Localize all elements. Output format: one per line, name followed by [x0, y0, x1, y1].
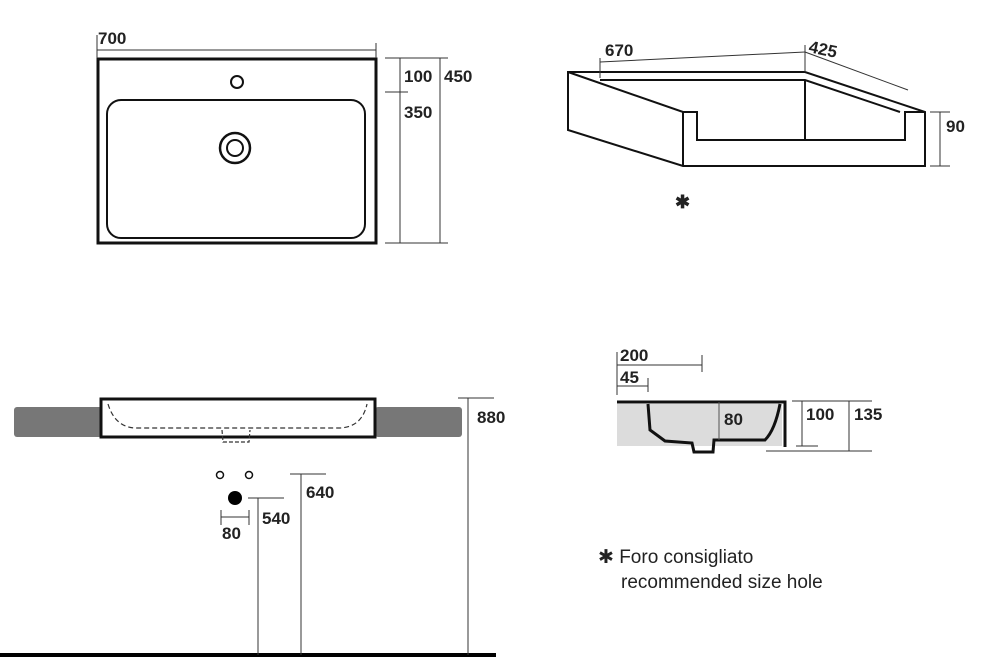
- dim-width: 700: [98, 29, 126, 48]
- basin-front: [99, 397, 377, 439]
- countertop-right: [375, 407, 462, 437]
- tap-hole: [230, 75, 244, 89]
- bowl-outline: [106, 99, 366, 239]
- asterisk-icon: ✱: [598, 547, 614, 568]
- dim-drain-spacing: 80: [222, 524, 241, 543]
- dimension-lines: [96, 35, 448, 244]
- asterisk-mark: ✱: [675, 192, 690, 212]
- dim-iso-depth: 425: [807, 37, 839, 61]
- countertop-left: [14, 407, 102, 437]
- top-view: [96, 35, 448, 245]
- front-view: [0, 397, 496, 657]
- legend-text-english: recommended size hole: [621, 572, 823, 593]
- section-view: [616, 352, 872, 454]
- dim-iso-length: 670: [605, 41, 633, 60]
- dim-supply-height: 640: [306, 483, 334, 502]
- dim-height-100: 100: [806, 405, 834, 424]
- dim-depth: 450: [444, 67, 472, 86]
- drain-outer: [218, 131, 252, 165]
- basin-outline: [96, 57, 378, 245]
- legend-line-1: ✱ Foro consigliato: [598, 546, 753, 569]
- dim-bowl-depth: 350: [404, 103, 432, 122]
- drain-point: [228, 491, 242, 505]
- iso-view: [567, 45, 950, 167]
- dim-overall-height: 880: [477, 408, 505, 427]
- drain-inner: [226, 139, 244, 157]
- dim-bowl-depth-80: 80: [724, 410, 743, 429]
- dim-iso-height: 90: [946, 117, 965, 136]
- dim-offset-200: 200: [620, 346, 648, 365]
- dim-drain-height: 540: [262, 509, 290, 528]
- legend-text-italian: Foro consigliato: [619, 547, 754, 568]
- dim-height-135: 135: [854, 405, 882, 424]
- dim-offset-45: 45: [620, 368, 639, 387]
- dim-front-to-hole: 100: [404, 67, 432, 86]
